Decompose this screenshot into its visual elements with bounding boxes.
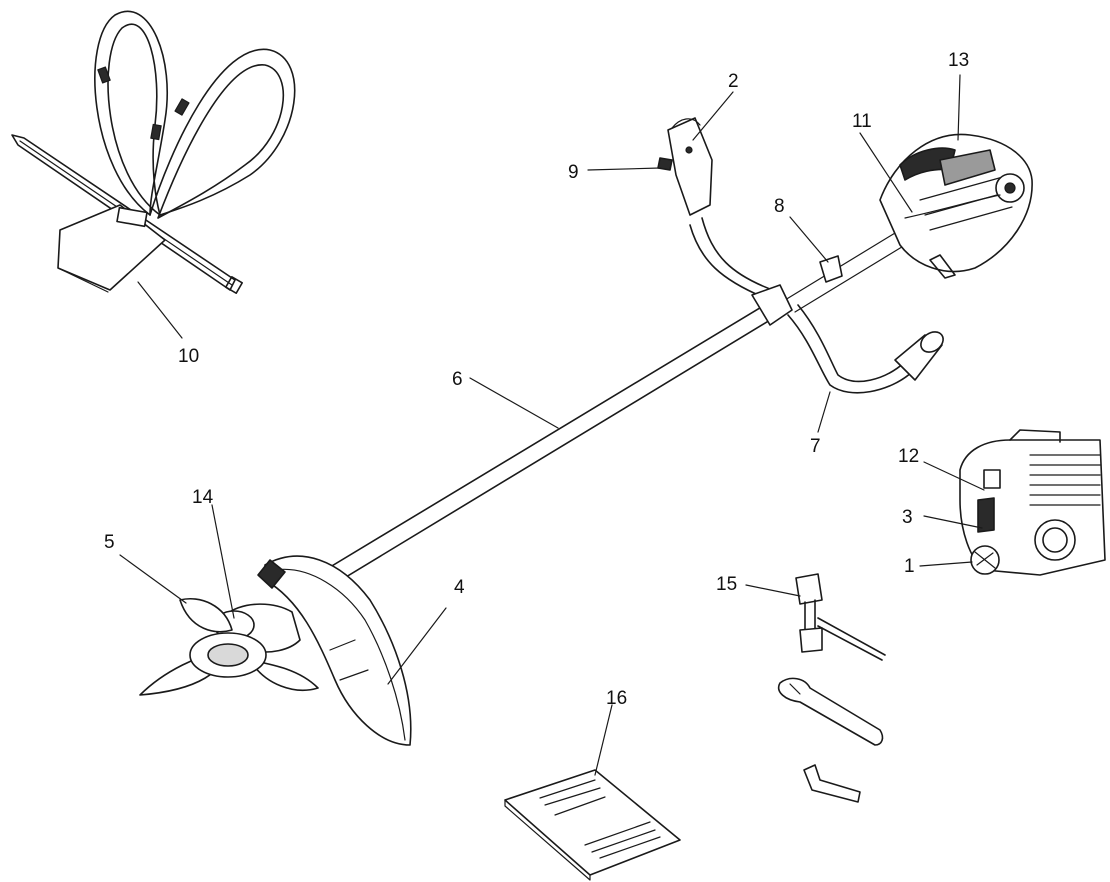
- instruction-manual: 16: [504, 688, 681, 881]
- label-2: 2: [728, 71, 739, 92]
- label-5: 5: [104, 532, 115, 553]
- label-11: 11: [852, 111, 872, 132]
- handlebar: 2 9 7 8: [568, 71, 944, 457]
- label-7: 7: [810, 436, 821, 457]
- label-9: 9: [568, 162, 579, 183]
- drive-shaft: 6: [291, 229, 911, 604]
- shoulder-harness: 10: [11, 10, 296, 367]
- label-16: 16: [606, 688, 627, 709]
- label-14: 14: [192, 487, 214, 508]
- engine: 13 11: [852, 50, 1033, 279]
- label-6: 6: [452, 369, 463, 390]
- label-12: 12: [898, 446, 919, 467]
- label-1: 1: [904, 556, 915, 577]
- label-15: 15: [716, 574, 737, 595]
- label-13: 13: [948, 50, 969, 71]
- label-8: 8: [774, 196, 785, 217]
- label-4: 4: [454, 577, 465, 598]
- label-10: 10: [178, 346, 199, 367]
- engine-closeup: 12 3 1: [898, 429, 1106, 577]
- cutting-head: 4 14 5: [104, 487, 465, 746]
- tool-kit: 15: [716, 573, 886, 803]
- label-3: 3: [902, 507, 913, 528]
